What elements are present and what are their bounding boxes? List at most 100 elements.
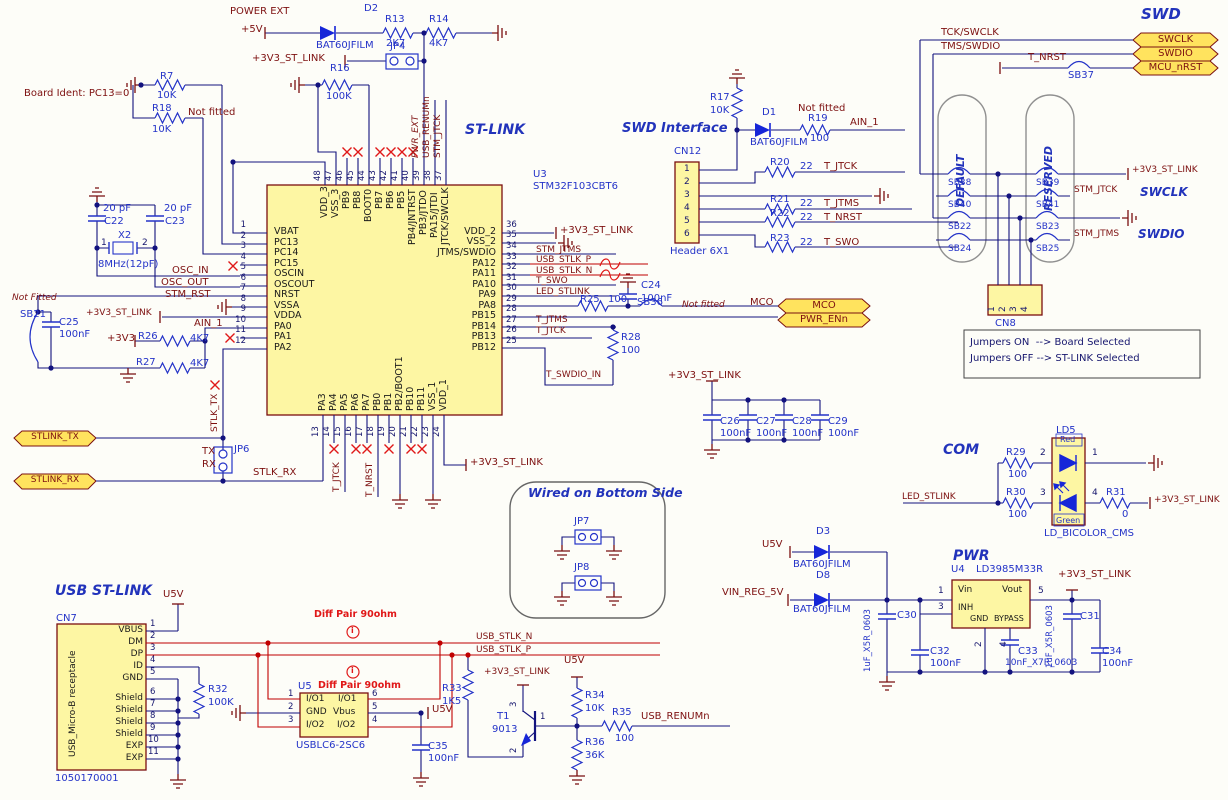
u4-body [951, 579, 1031, 629]
pin-9: 9 [240, 304, 246, 314]
r22-ref: R22 [770, 208, 790, 219]
u3-nrst: NRST [274, 289, 300, 300]
u3-pb12: PB12 [471, 342, 496, 353]
u4-p3: 3 [938, 602, 944, 612]
net-t-nrst3: T_NRST [1028, 52, 1066, 63]
pin-37: 37 [434, 170, 444, 181]
r34-ref: R34 [585, 690, 605, 701]
net-stm-jtms: STM_JTMS [536, 245, 582, 255]
u5-io2r: I/O2 [337, 720, 356, 730]
net-3v3-vdd2: +3V3_ST_LINK [560, 225, 633, 236]
cn8-p2: 2 [998, 306, 1008, 312]
u3-val: STM32F103CBT6 [533, 181, 618, 192]
net-t-jtck: T_JTCK [536, 326, 566, 336]
r14-val: 4K7 [429, 38, 449, 49]
r19-nf: Not fitted [798, 103, 846, 114]
pin-6: 6 [240, 273, 246, 283]
r35-ref: R35 [612, 707, 632, 718]
x2-pin1: 1 [101, 238, 107, 248]
cn8-p4: 4 [1020, 306, 1030, 312]
pin-13: 13 [311, 426, 321, 437]
d3-ref: D3 [816, 526, 831, 537]
t1-val: 9013 [492, 724, 518, 735]
title-com: COM [943, 442, 980, 458]
u4-p5: 5 [1038, 586, 1044, 596]
flag-mco-t: MCO [812, 300, 836, 311]
pin-48: 48 [313, 170, 323, 181]
net-swdio-it: SWDIO [1138, 227, 1185, 241]
pin-23: 23 [421, 426, 431, 437]
net-usb-stlk-p: USB_STLK_P [536, 255, 592, 265]
sb21-arc [29, 311, 39, 363]
net-3v3-jp4: +3V3_ST_LINK [252, 53, 325, 64]
ci1: i [351, 626, 354, 635]
title-stlink: ST-LINK [465, 122, 526, 138]
r33-val: 1K5 [442, 696, 462, 707]
pin-1: 1 [240, 220, 246, 230]
cn7-sh3: Shield [115, 717, 143, 727]
flag-mcunrst [1132, 60, 1219, 76]
title-pwr: PWR [953, 548, 990, 564]
cn7-sh4: Shield [115, 729, 143, 739]
jp6-rx: RX [202, 459, 216, 470]
u5-io1l: I/O1 [306, 694, 325, 704]
power-ext: POWER EXT [230, 6, 290, 17]
ld5-p3: 3 [1040, 488, 1046, 498]
pin-22: 22 [410, 426, 420, 437]
cn7-gnd: GND [122, 673, 143, 683]
c23-ref: C23 [165, 216, 185, 227]
jumpers [213, 53, 602, 591]
pin-33: 33 [506, 252, 517, 262]
r26-ref: R26 [138, 331, 158, 342]
rot-usb-renumn: USB_RENUMn [422, 96, 432, 158]
u3-jtck: JTCK/SWCLK [440, 187, 451, 245]
diff2: Diff Pair 90ohm [318, 680, 401, 691]
info-circle-icon [346, 625, 360, 639]
r25-val: 100 [608, 294, 628, 305]
c33-ref: C33 [1018, 646, 1038, 657]
r19-val: 100 [810, 133, 830, 144]
pin-4: 4 [240, 252, 246, 262]
pin-11: 11 [235, 325, 246, 335]
flag-stlinkrx-t: STLINK_RX [30, 475, 80, 485]
r18-ref: R18 [152, 103, 172, 114]
cn7-exp1: EXP [125, 741, 143, 751]
pin-47: 47 [324, 170, 334, 181]
net-3v3-swd: +3V3_ST_LINK [1132, 165, 1198, 175]
d2-ref: D2 [364, 3, 379, 14]
u3-pb14: PB14 [471, 321, 496, 332]
pin-46: 46 [335, 170, 345, 181]
ld5-red-box [1055, 433, 1083, 447]
net-3v3-caps: +3V3_ST_LINK [668, 370, 741, 381]
cn7-n11: 11 [148, 747, 159, 757]
u5-ref: U5 [298, 681, 312, 692]
r28-ref: R28 [621, 332, 641, 343]
t1-p1: 1 [540, 712, 546, 722]
ld5-green: Green [1056, 516, 1081, 525]
r33-ref: R33 [442, 683, 462, 694]
cn7-body [56, 623, 147, 771]
pin-41: 41 [390, 170, 400, 181]
cn7-n8: 8 [150, 711, 156, 721]
ld5-body [1051, 437, 1086, 526]
pin-38: 38 [423, 170, 433, 181]
cn12-body [674, 161, 700, 244]
rot-stm-jtck: STM_JTCK [433, 114, 443, 158]
u3-pa8: PA8 [478, 300, 496, 311]
net-u5v-r34: U5V [564, 655, 585, 666]
diff-pair-markers [346, 258, 621, 679]
pin-39: 39 [412, 170, 422, 181]
c31-ref: C31 [1080, 611, 1100, 622]
u5-n2: 2 [288, 702, 294, 712]
u5-val: USBLC6-2SC6 [296, 740, 366, 751]
c25-val: 100nF [59, 329, 91, 340]
net-stlk-n2: USB_STLK_N [476, 632, 533, 642]
r35-val: 100 [615, 733, 635, 744]
flag-mcunrst-t: MCU_nRST [1148, 62, 1203, 73]
jp7-ref: JP7 [574, 516, 590, 527]
net-ain1-l: AIN_1 [194, 318, 223, 329]
u3-oscin: OSCIN [274, 268, 305, 279]
u3-pa11: PA11 [472, 268, 496, 279]
net-u5v-u5: U5V [432, 704, 453, 715]
